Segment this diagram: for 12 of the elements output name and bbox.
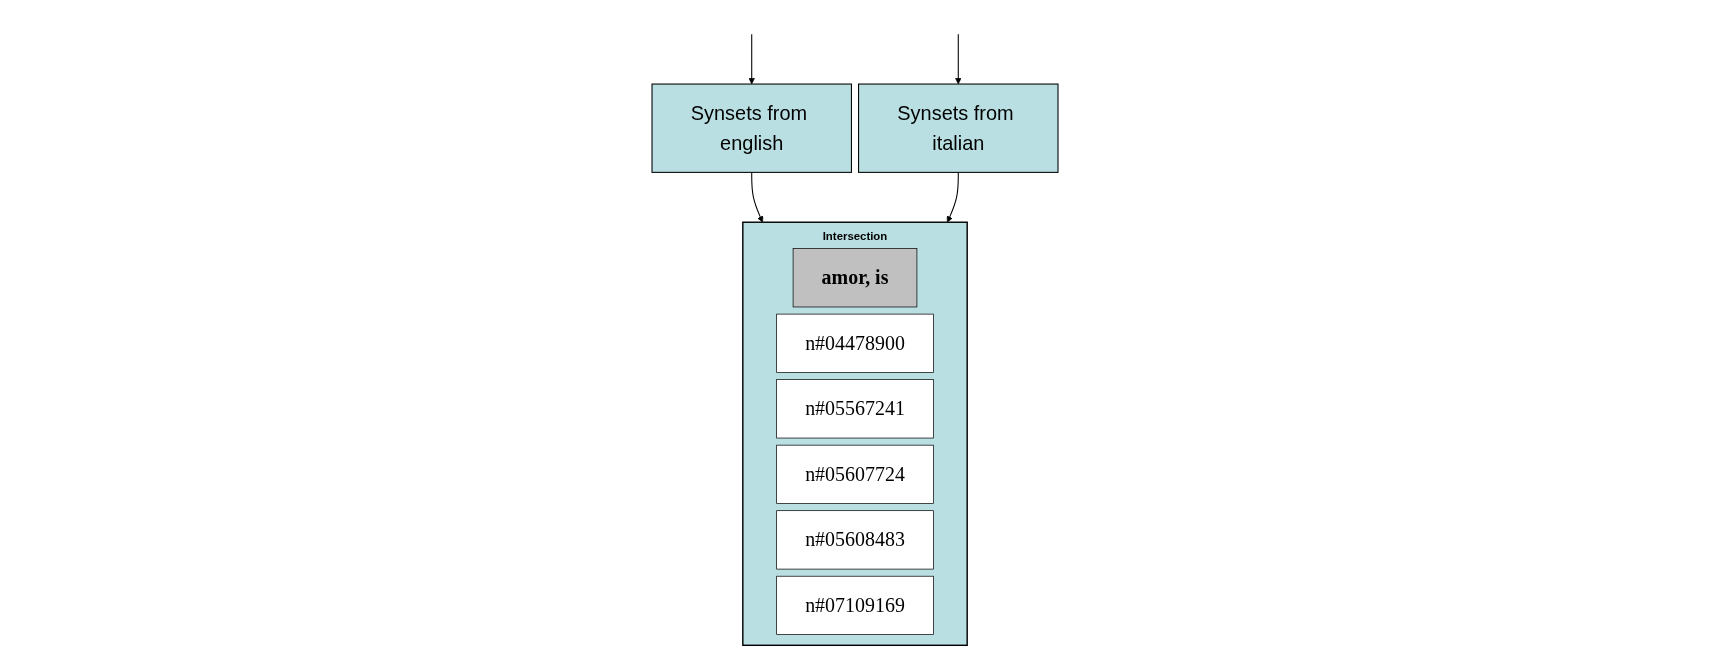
node-box: n#04478900 [776,313,934,373]
arrow [946,171,959,223]
arrow [955,33,962,85]
arrow [751,171,764,223]
node-box: Synsets from italian [858,83,1059,173]
node-box: Synsets from english [651,83,852,173]
node-box: n#05567241 [776,379,934,439]
node-box: n#05608483 [776,510,934,570]
node-box: amor, is [792,248,918,308]
arrow [748,33,755,85]
node-box: n#05607724 [776,444,934,504]
node-box: n#07109169 [776,575,934,635]
